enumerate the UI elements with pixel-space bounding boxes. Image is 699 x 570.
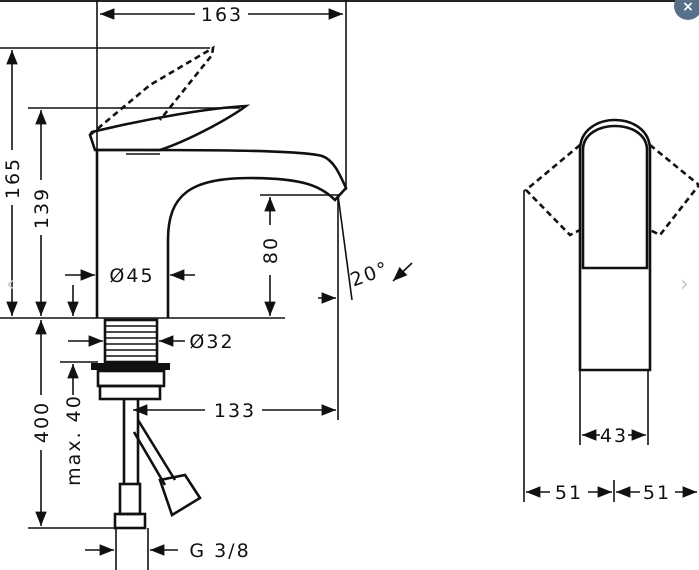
dim-139: 139 — [31, 187, 53, 229]
dim-51-right: 51 — [643, 482, 671, 504]
dim-diameter-45: Ø45 — [109, 265, 154, 287]
dim-133: 133 — [214, 400, 256, 422]
dim-diameter-32: Ø32 — [189, 331, 234, 353]
next-arrow-icon[interactable]: › — [680, 272, 689, 297]
dim-g-3-8: G 3/8 — [189, 540, 250, 562]
dim-163: 163 — [201, 4, 243, 26]
dim-43: 43 — [600, 425, 628, 447]
dim-165: 165 — [2, 157, 24, 199]
dim-max-40: max. 40 — [63, 394, 85, 486]
faucet-side-view — [88, 45, 348, 530]
shank-thread — [106, 325, 156, 357]
prev-arrow-icon[interactable]: ‹ — [6, 272, 15, 297]
close-icon[interactable]: × — [674, 0, 699, 20]
dim-80: 80 — [260, 236, 282, 264]
dim-angle-20: 20° — [348, 257, 393, 291]
top-border — [0, 0, 699, 2]
dim-400: 400 — [31, 401, 53, 443]
dim-51-left: 51 — [555, 482, 583, 504]
faucet-front-view — [524, 118, 699, 372]
